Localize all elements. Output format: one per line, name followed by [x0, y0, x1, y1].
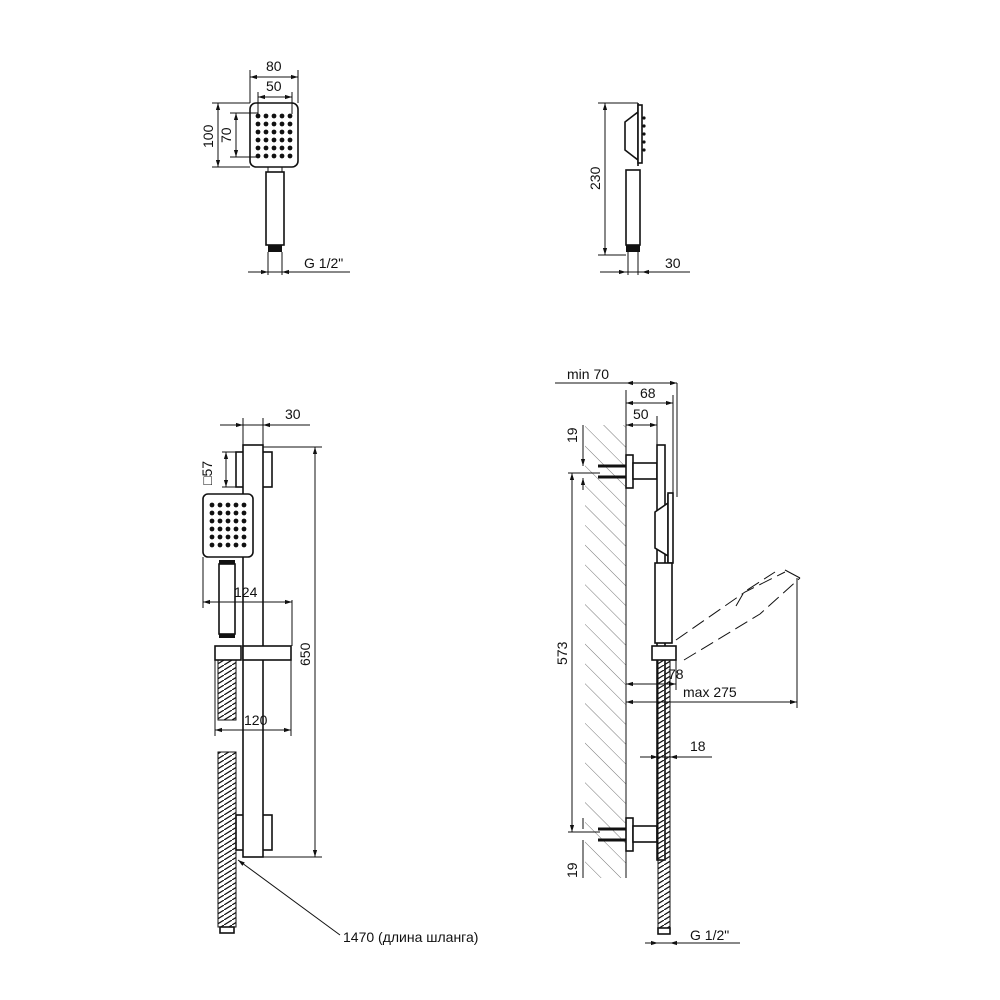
dim-max-275: max 275: [683, 684, 737, 700]
dim-rail-length-650: 650: [297, 642, 313, 666]
hose-length-note: 1470 (длина шланга): [343, 929, 478, 945]
dim-nozzle-height-70: 70: [218, 127, 234, 143]
dim-rail-projection-50: 50: [633, 406, 649, 422]
dim-top-bracket-19: 19: [564, 427, 580, 443]
dim-min-70: min 70: [567, 366, 609, 382]
dim-hose-18: 18: [690, 738, 706, 754]
dim-holder-78: 78: [668, 666, 684, 682]
dim-head-projection-68: 68: [640, 385, 656, 401]
dim-bottom-bracket-19: 19: [564, 862, 580, 878]
front-head-view: 80 50 100 70 G 1/2": [200, 58, 350, 275]
dim-nozzle-width-50: 50: [266, 78, 282, 94]
dim-rail-width-30: 30: [285, 406, 301, 422]
front-set-view: 30 650 □57 124 120 1470 (длина шланга): [199, 406, 478, 945]
dim-width-80: 80: [266, 58, 282, 74]
dim-holder-offset-120: 120: [244, 712, 268, 728]
side-set-view: min 70 68 50 19 573 19 78 max 275 18 G 1…: [554, 366, 801, 946]
dim-depth-30: 30: [665, 255, 681, 271]
dim-length-230: 230: [587, 166, 603, 190]
dim-height-100: 100: [200, 124, 216, 148]
dim-head-offset-124: 124: [234, 584, 258, 600]
dim-bracket-57: □57: [199, 461, 215, 485]
dim-thread-side: G 1/2": [690, 927, 729, 943]
dim-bracket-spacing-573: 573: [554, 641, 570, 665]
dim-thread-front: G 1/2": [304, 255, 343, 271]
side-head-view: 230 30: [587, 102, 690, 275]
